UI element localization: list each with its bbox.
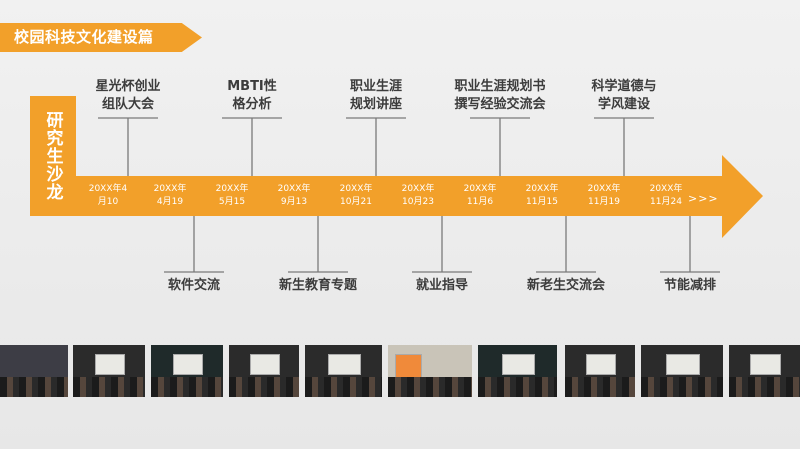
milestone-event: 星光杯创业组队大会 [94,78,162,114]
milestone-date-line2: 10月21 [340,197,372,207]
milestone-event-line: 新生教育专题 [278,278,357,293]
milestone-event: 软件交流 [167,277,221,295]
photo-audience [305,377,382,397]
milestone-date-line2: 11月24 [650,197,682,207]
milestone-date-line1: 20XX年 [463,184,497,194]
milestone-event-line: 规划讲座 [349,97,402,112]
milestone-event-line: 科学道德与 [591,79,657,94]
timeline-more-arrows: >>> [688,192,719,205]
milestone-event: 就业指导 [415,277,469,295]
photo-audience [151,377,223,397]
milestone-event-line: 组队大会 [101,97,154,112]
milestone-event-line: MBTI性 [227,79,277,94]
milestone-date-line2: 10月23 [402,197,434,207]
milestone-event: 职业生涯规划书撰写经验交流会 [453,78,548,114]
milestone-date: 20XX年 11月15 [512,183,572,209]
milestone-date-line2: 11月19 [588,197,620,207]
timeline-connectors [98,117,720,273]
photo-audience [478,377,557,397]
milestone-date-line1: 20XX年 [339,184,373,194]
milestone-date: 20XX年 11月24 [636,183,696,209]
salon-side-tab: 研究生沙龙 [30,96,76,216]
milestone-date: 20XX年 10月21 [326,183,386,209]
milestone-date: 20XX年 5月15 [202,183,262,209]
milestone-date-line2: 9月13 [280,197,308,207]
milestone-date: 20XX年 11月19 [574,183,634,209]
milestone-event: 科学道德与学风建设 [590,78,658,114]
event-photo [151,345,223,397]
photo-screen [501,354,536,376]
event-photo [73,345,145,397]
photo-screen [172,354,204,376]
photo-screen [586,354,616,376]
event-photo [565,345,635,397]
photo-screen [250,354,280,376]
milestone-event-line: 就业指导 [415,278,468,293]
photo-audience [0,377,68,397]
milestone-date: 20XX年 4月19 [140,183,200,209]
photo-screen [328,354,361,376]
milestone-date-line2: 11月6 [466,197,494,207]
event-photo [729,345,800,397]
milestone-date-line2: 月10 [97,197,119,207]
milestone-date: 20XX年 9月13 [264,183,324,209]
milestone-event-line: 职业生涯规划书 [454,79,546,94]
milestone-event-line: 学风建设 [597,97,650,112]
milestone-event-line: 节能减排 [663,278,716,293]
milestone-date: 20XX年 11月6 [450,183,510,209]
milestone-event-line: 星光杯创业 [95,79,161,94]
milestone-event: 节能减排 [663,277,717,295]
milestone-date-line1: 20XX年4 [88,184,128,194]
event-photo [0,345,68,397]
photo-screen [750,354,781,376]
milestone-date-line1: 20XX年 [587,184,621,194]
milestone-event: 新老生交流会 [526,277,607,295]
event-photo [641,345,723,397]
milestone-date-line1: 20XX年 [649,184,683,194]
photo-audience [229,377,299,397]
milestone-date-line1: 20XX年 [277,184,311,194]
event-photo [229,345,299,397]
photo-audience [565,377,635,397]
milestone-date-line2: 11月15 [526,197,558,207]
photo-audience [641,377,723,397]
milestone-date-line2: 5月15 [218,197,246,207]
side-tab-label: 研究生沙龙 [42,111,63,201]
banner-title: 校园科技文化建设篇 [14,28,154,46]
event-photo [305,345,382,397]
event-photo [478,345,557,397]
milestone-date: 20XX年 10月23 [388,183,448,209]
timeline-arrow [76,155,763,238]
milestone-event-line: 格分析 [232,97,272,112]
photo-audience [73,377,145,397]
milestone-event: 新生教育专题 [278,277,359,295]
photo-audience [388,377,472,397]
milestone-event-line: 新老生交流会 [526,278,605,293]
event-photo [388,345,472,397]
milestone-date-line2: 4月19 [156,197,184,207]
photo-screen [665,354,701,376]
photo-audience [729,377,800,397]
milestone-date-line1: 20XX年 [525,184,559,194]
milestone-event: MBTI性格分析 [218,78,286,114]
milestone-event: 职业生涯规划讲座 [349,78,403,114]
milestone-date-line1: 20XX年 [215,184,249,194]
milestone-event-line: 职业生涯 [349,79,402,94]
photo-screen [94,354,126,376]
milestone-event-line: 撰写经验交流会 [454,97,546,112]
milestone-date-line1: 20XX年 [401,184,435,194]
section-banner: 校园科技文化建设篇 [0,23,202,52]
milestone-event-line: 软件交流 [167,278,220,293]
milestone-date: 20XX年4 月10 [78,183,138,209]
milestone-date-line1: 20XX年 [153,184,187,194]
